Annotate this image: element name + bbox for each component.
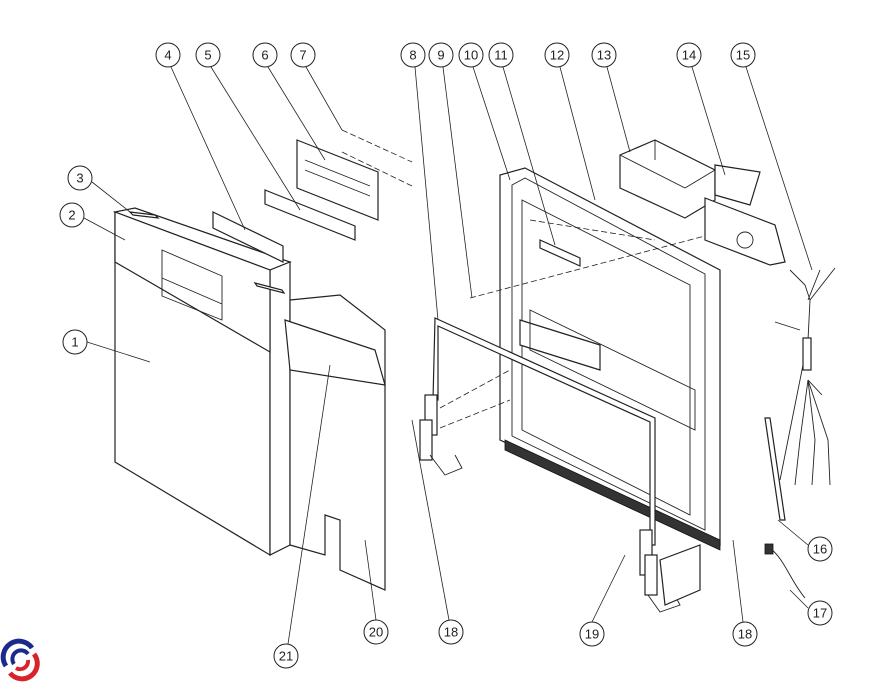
wire-harness [774, 267, 836, 486]
callout-8: 8 [400, 42, 426, 68]
callout-2: 2 [59, 202, 85, 228]
callout-21: 21 [273, 643, 299, 669]
svg-text:18: 18 [444, 625, 458, 640]
control-board [264, 189, 356, 241]
keypad-board [212, 211, 284, 263]
hinge-right [639, 529, 701, 613]
callout-20: 20 [363, 619, 389, 645]
callout-4: 4 [155, 42, 181, 68]
svg-text:8: 8 [409, 48, 416, 63]
svg-text:11: 11 [494, 48, 508, 63]
svg-text:20: 20 [369, 625, 383, 640]
inner-door [499, 167, 721, 551]
svg-text:7: 7 [299, 48, 306, 63]
outer-door-panel [112, 207, 292, 557]
callout-18-right: 18 [732, 621, 758, 647]
svg-text:15: 15 [736, 48, 750, 63]
svg-text:13: 13 [597, 48, 611, 63]
callout-1: 1 [62, 329, 88, 355]
svg-text:2: 2 [68, 208, 75, 223]
callout-10: 10 [458, 42, 484, 68]
console-bracket [296, 139, 379, 221]
trim-strip [253, 282, 286, 294]
callout-15: 15 [730, 42, 756, 68]
callout-5: 5 [195, 42, 221, 68]
detergent-box [619, 139, 716, 219]
svg-text:5: 5 [204, 48, 211, 63]
svg-text:17: 17 [813, 606, 827, 621]
callout-19: 19 [579, 621, 605, 647]
sensor-plug [764, 543, 774, 555]
svg-text:4: 4 [164, 48, 171, 63]
svg-text:9: 9 [437, 48, 444, 63]
callout-18-left: 18 [438, 619, 464, 645]
dispenser [704, 164, 786, 266]
svg-text:18: 18 [738, 627, 752, 642]
callout-12: 12 [544, 42, 570, 68]
svg-text:12: 12 [550, 48, 564, 63]
trim-strip [128, 211, 160, 219]
leader-lines [83, 66, 813, 645]
callout-13: 13 [591, 42, 617, 68]
callout-14: 14 [676, 42, 702, 68]
svg-text:14: 14 [682, 48, 696, 63]
sensor-cable [769, 547, 806, 599]
svg-text:3: 3 [76, 171, 83, 186]
brand-logo [0, 638, 40, 682]
callout-17: 17 [807, 600, 833, 626]
svg-text:6: 6 [261, 48, 268, 63]
svg-text:19: 19 [585, 627, 599, 642]
callout-3: 3 [67, 165, 93, 191]
insulation-panel [284, 294, 386, 591]
callout-11: 11 [488, 42, 514, 68]
door-rod [764, 417, 786, 521]
callout-9: 9 [428, 42, 454, 68]
hinge-left [419, 394, 463, 476]
svg-text:10: 10 [464, 48, 478, 63]
svg-text:21: 21 [279, 649, 293, 664]
callout-7: 7 [290, 42, 316, 68]
callout-6: 6 [252, 42, 278, 68]
svg-text:1: 1 [71, 335, 78, 350]
callout-16: 16 [807, 536, 833, 562]
svg-text:16: 16 [813, 542, 827, 557]
